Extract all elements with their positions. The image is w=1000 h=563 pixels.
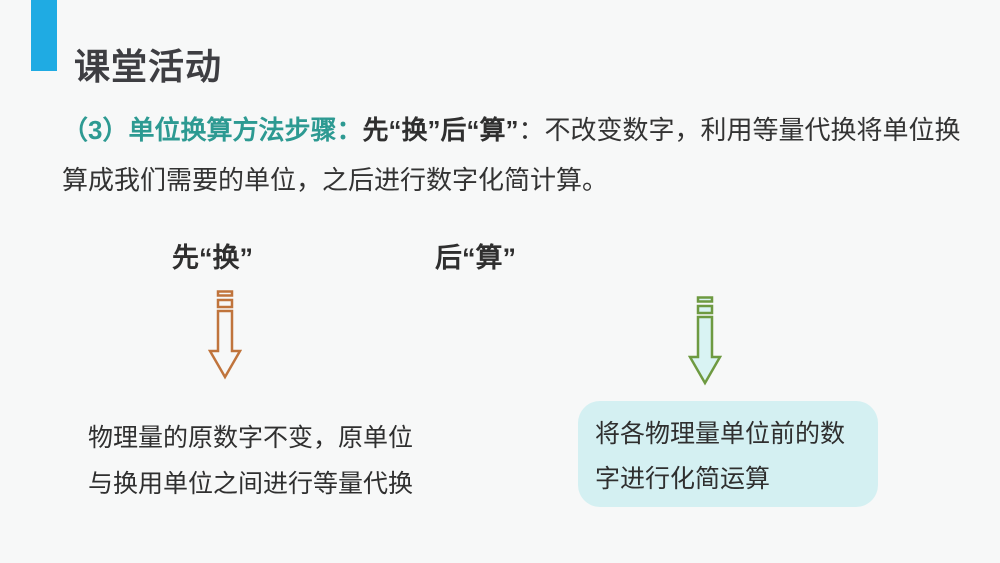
title-accent-bar bbox=[31, 0, 57, 71]
step-label-calculate: 后“算” bbox=[435, 243, 516, 273]
step-label-exchange: 先“换” bbox=[172, 243, 253, 273]
page-title: 课堂活动 bbox=[74, 46, 223, 88]
striped-down-arrow-shape bbox=[208, 290, 242, 380]
exchange-note: 物理量的原数字不变，原单位 与换用单位之间进行等量代换 bbox=[88, 424, 414, 498]
striped-down-arrow-icon bbox=[208, 290, 242, 380]
paragraph-emphasis: 先“换”后“算” bbox=[362, 115, 519, 145]
instruction-paragraph: （3）单位换算方法步骤：先“换”后“算”：不改变数字，利用等量代换将单位换算成我… bbox=[62, 105, 964, 205]
striped-down-arrow-shape bbox=[688, 296, 722, 386]
calculate-note-box: 将各物理量单位前的数 字进行化简运算 bbox=[578, 401, 878, 507]
paragraph-lead: （3）单位换算方法步骤： bbox=[62, 115, 363, 145]
paragraph-body: ：不改变数字，利用等量代换将单位换算成我们需要的单位，之后进行数字化简计算。 bbox=[62, 115, 961, 195]
striped-down-arrow-icon bbox=[688, 296, 722, 386]
calculate-note: 将各物理量单位前的数 字进行化简运算 bbox=[595, 420, 846, 493]
